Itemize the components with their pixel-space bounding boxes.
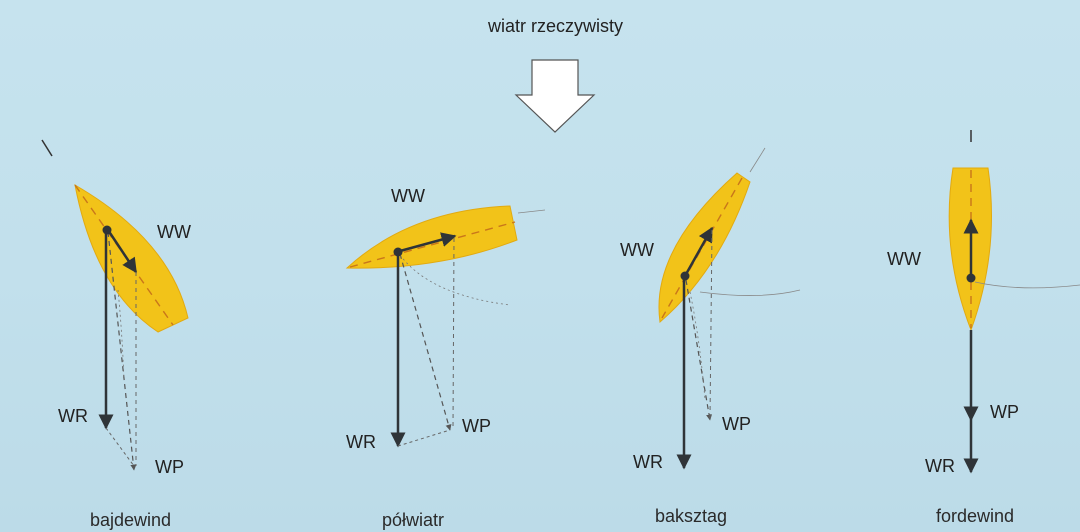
wp-label: WP [722, 414, 751, 434]
true-wind-title: wiatr rzeczywisty [488, 16, 624, 36]
ww-vector [106, 229, 138, 274]
ww-label: WW [887, 249, 921, 269]
mast-point [966, 273, 976, 283]
wp-vector [685, 279, 713, 421]
sail-trace [689, 291, 706, 401]
mast-point [393, 247, 403, 257]
wr-label: WR [346, 432, 376, 452]
mast-point [102, 225, 112, 235]
wp-label: WP [990, 402, 1019, 422]
mast-point [680, 271, 690, 281]
wr-label: WR [925, 456, 955, 476]
ww-label: WW [620, 240, 654, 260]
hull [345, 205, 518, 269]
caption-fordewind: fordewind [936, 506, 1015, 526]
boat-baksztag [658, 147, 801, 470]
hull [74, 184, 189, 333]
ww-vector [399, 232, 457, 253]
hull [658, 172, 751, 323]
caption-baksztag: baksztag [655, 506, 728, 526]
true-wind-arrow [514, 59, 596, 133]
sail-trace [699, 289, 801, 296]
wind-pennant [749, 147, 766, 173]
boat-polwiatr [345, 205, 546, 448]
sail-trace [399, 254, 511, 306]
helper-line [397, 429, 451, 447]
sail-trace [117, 289, 125, 381]
boat-fordewind [948, 130, 1080, 474]
caption-bajdewind: bajdewind [90, 510, 172, 530]
ww-label: WW [391, 186, 425, 206]
wind-pennant [517, 209, 546, 214]
boat-bajdewind [41, 139, 189, 471]
wp-label: WP [155, 457, 184, 477]
ww-label: WW [157, 222, 191, 242]
wr-label: WR [633, 452, 663, 472]
caption-polwiatr: półwiatr [382, 510, 445, 530]
wind-pennant [41, 139, 53, 157]
ww-vector [683, 226, 714, 277]
sail-trace [974, 281, 1080, 289]
wp-vector [107, 231, 137, 471]
helper-line [452, 237, 455, 429]
wp-vector [399, 253, 452, 431]
helper-line [105, 427, 135, 467]
centerline [349, 221, 516, 268]
wp-label: WP [462, 416, 491, 436]
wr-label: WR [58, 406, 88, 426]
